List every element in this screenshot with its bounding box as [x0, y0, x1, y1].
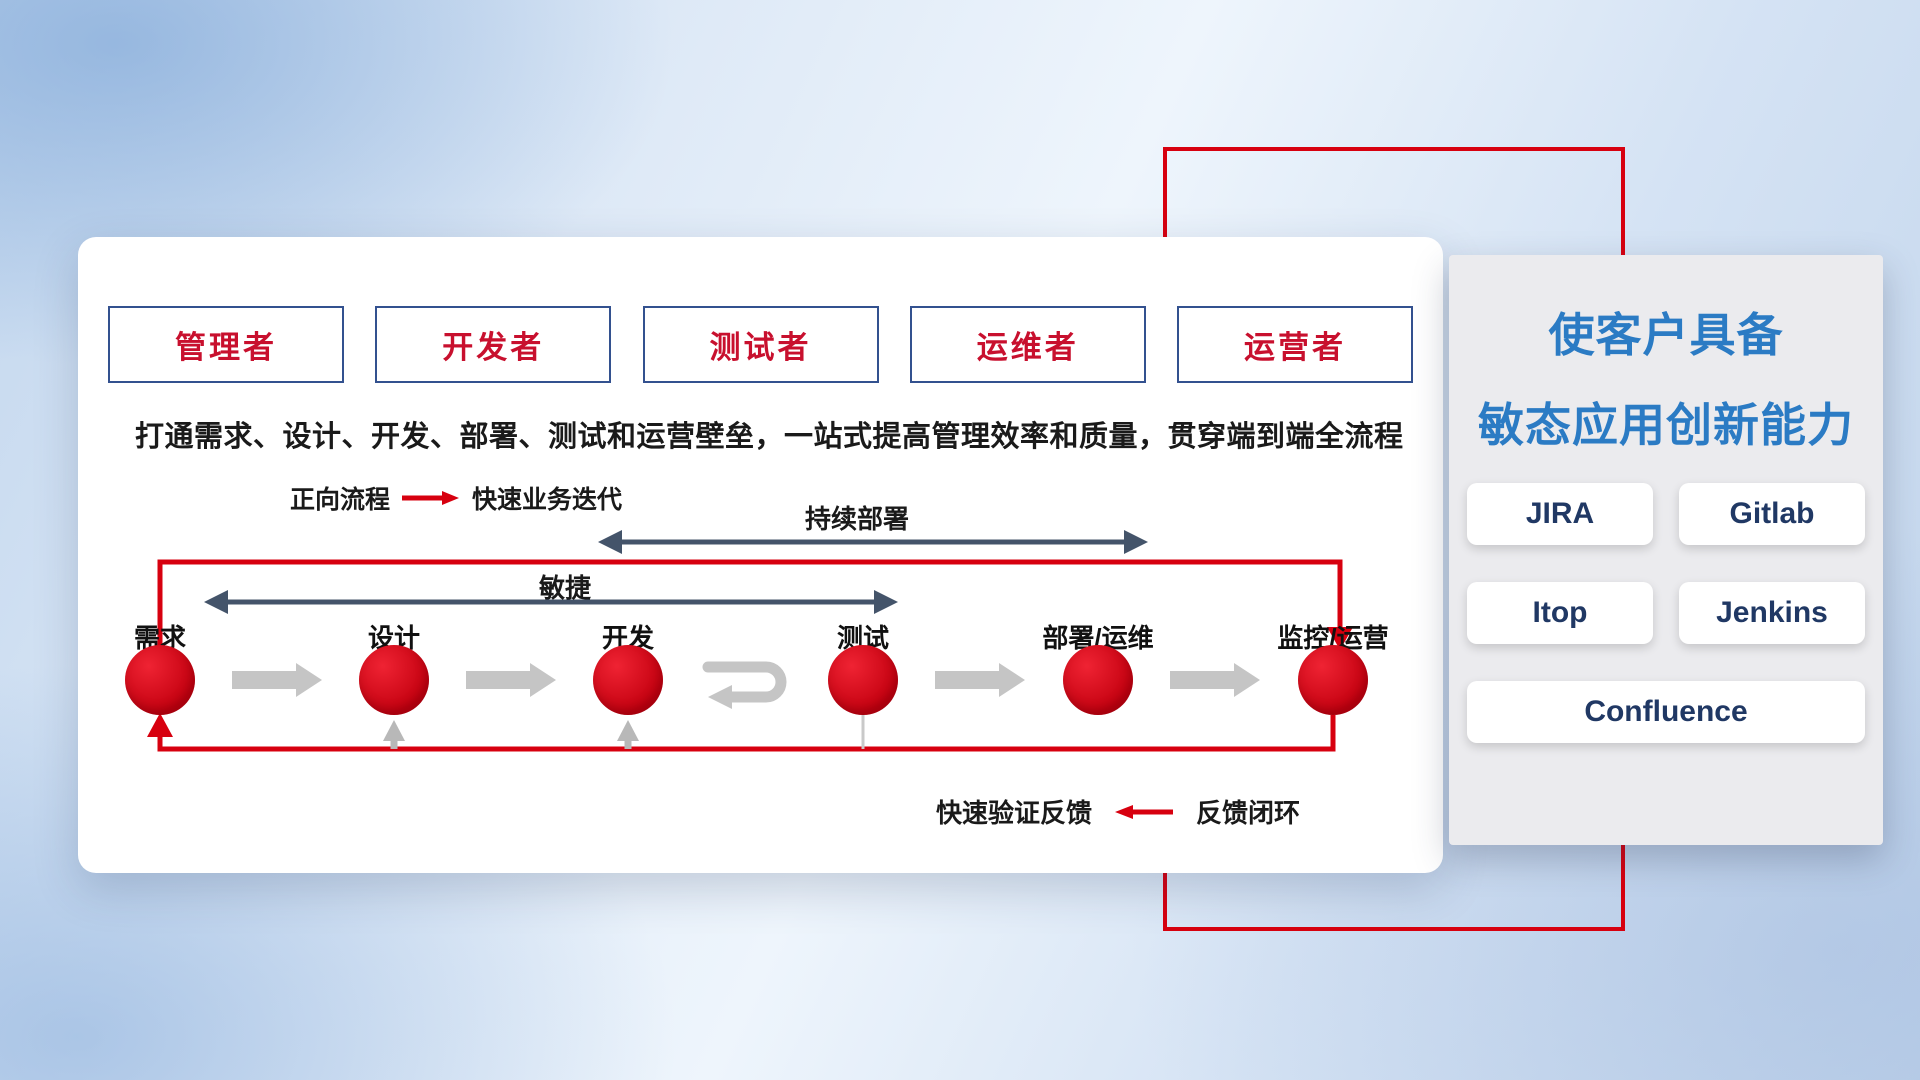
role-box-business-operator: 运营者 — [1177, 306, 1413, 383]
headline-text: 打通需求、设计、开发、部署、测试和运营壁垒，一站式提高管理效率和质量，贯穿端到端… — [135, 421, 1404, 453]
tool-badges-grid: JIRA Gitlab Itop Jenkins Confluence — [1467, 483, 1865, 743]
tool-badge-confluence: Confluence — [1467, 681, 1865, 743]
agile-span-label: 敏捷 — [538, 573, 591, 603]
tool-badge-jira: JIRA — [1467, 483, 1653, 545]
feedback-arrow-icon — [1115, 804, 1174, 819]
flow-node-requirements-circle — [125, 645, 195, 715]
role-label: 开发者 — [442, 330, 545, 365]
tool-badge-jenkins: Jenkins — [1679, 582, 1865, 644]
role-label: 运维者 — [976, 330, 1079, 365]
role-label: 测试者 — [709, 330, 812, 365]
legend-feedback-label: 快速验证反馈 — [936, 798, 1093, 828]
tool-badge-itop: Itop — [1467, 582, 1653, 644]
legend-feedback-loop: 快速验证反馈 反馈闭环 — [936, 793, 1300, 830]
panel-title-line2: 敏态应用创新能力 — [1478, 399, 1854, 451]
role-box-developer: 开发者 — [375, 306, 612, 383]
role-label: 运营者 — [1244, 330, 1346, 365]
capability-panel: 使客户具备 敏态应用创新能力 JIRA Gitlab Itop Jenkins … — [1449, 255, 1883, 845]
forward-arrow-icon — [402, 491, 460, 505]
flow-lines-graphic — [147, 530, 1353, 752]
flow-node-develop-circle — [593, 645, 663, 715]
flow-node-deploy-ops-circle — [1063, 645, 1133, 715]
flow-node-monitor-ops-circle — [1298, 645, 1368, 715]
flow-node-design-circle — [359, 645, 429, 715]
flow-node-test-circle — [828, 645, 898, 715]
legend-forward-value: 快速业务迭代 — [472, 486, 623, 514]
role-label: 管理者 — [175, 330, 277, 365]
tool-badge-gitlab: Gitlab — [1679, 483, 1865, 545]
devops-flow-card: 管理者 开发者 测试者 运维者 运营者 打通需求、设计、开发、部署、测试和运营壁… — [78, 237, 1443, 873]
legend-forward-flow: 正向流程 快速业务迭代 — [290, 480, 622, 516]
legend-forward-label: 正向流程 — [290, 486, 391, 514]
role-boxes-row: 管理者 开发者 测试者 运维者 运营者 — [108, 306, 1413, 383]
role-box-manager: 管理者 — [108, 306, 344, 383]
panel-title-line1: 使客户具备 — [1548, 309, 1784, 361]
role-box-operator: 运维者 — [909, 306, 1146, 383]
legend-feedback-value: 反馈闭环 — [1196, 798, 1301, 828]
role-box-tester: 测试者 — [642, 306, 879, 383]
continuous-deploy-span-label: 持续部署 — [804, 504, 909, 534]
